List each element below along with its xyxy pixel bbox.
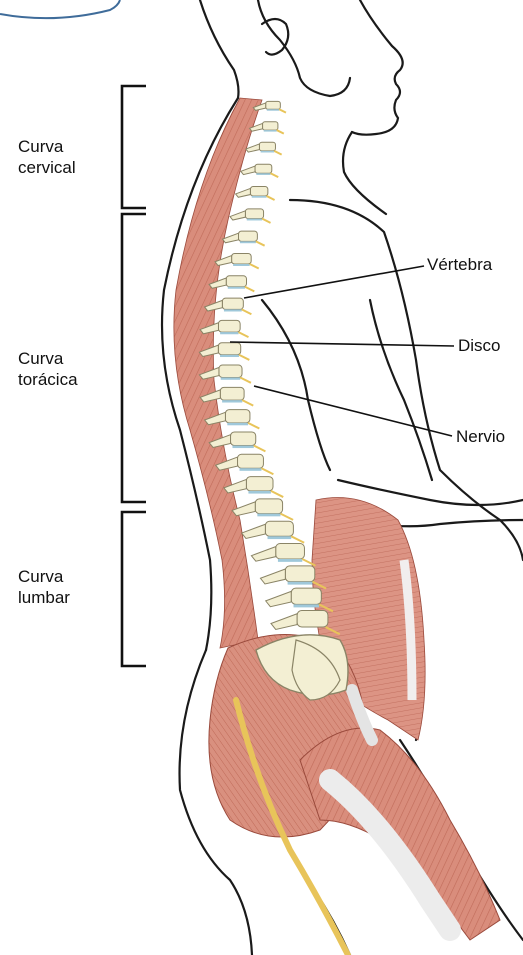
vertebra-body xyxy=(263,122,278,130)
callout-lines xyxy=(230,266,454,436)
vertebra-body xyxy=(255,499,282,514)
intervertebral-disc xyxy=(256,173,270,175)
intervertebral-disc xyxy=(224,309,242,311)
spinal-nerve-root xyxy=(262,219,270,223)
intervertebral-disc xyxy=(228,287,245,289)
intervertebral-disc xyxy=(220,332,238,334)
vertebra-body xyxy=(218,343,240,355)
vertebra-body xyxy=(259,142,275,151)
vertebra-body xyxy=(219,365,242,377)
spinal-nerve-root xyxy=(271,173,279,177)
spinous-process xyxy=(236,188,251,197)
callout-nerve: Nervio xyxy=(456,426,505,447)
spinal-nerve-root xyxy=(271,491,283,497)
spinous-process xyxy=(271,614,297,630)
intervertebral-disc xyxy=(247,219,262,221)
spinal-nerve-root xyxy=(274,151,281,155)
intervertebral-disc xyxy=(288,582,313,585)
intervertebral-disc xyxy=(267,109,279,110)
spinous-process xyxy=(251,547,275,562)
vertebra-body xyxy=(222,298,243,309)
vertebra-body xyxy=(218,320,240,332)
leader-vertebra xyxy=(244,266,424,298)
spinal-nerve-root xyxy=(256,241,265,245)
label-lumbar-curve: Curva lumbar xyxy=(18,566,70,608)
spinous-process xyxy=(241,166,255,175)
label-cervical-curve: Curva cervical xyxy=(18,136,76,178)
spinal-nerve-root xyxy=(267,196,275,200)
spinal-nerve-root xyxy=(242,400,253,405)
intervertebral-disc xyxy=(257,514,280,517)
spinal-nerve-root xyxy=(254,446,266,452)
spinal-nerve-root xyxy=(240,377,251,382)
vertebra-body xyxy=(291,588,321,604)
vertebra-body xyxy=(246,477,273,491)
vertebra-body xyxy=(297,610,328,627)
spinous-process xyxy=(246,144,260,152)
intervertebral-disc xyxy=(232,446,253,449)
spinal-nerve-root xyxy=(277,130,284,134)
vertebra-body xyxy=(232,253,252,264)
vertebra-body xyxy=(225,410,250,423)
intervertebral-disc xyxy=(278,559,302,562)
spinal-nerve-root xyxy=(238,332,248,337)
spinal-nerve-root xyxy=(248,423,259,429)
intervertebral-disc xyxy=(252,196,267,198)
spinal-nerve-root xyxy=(280,514,293,520)
vertebra-body xyxy=(245,209,263,219)
intervertebral-disc xyxy=(221,377,241,379)
label-thoracic-curve: Curva torácica xyxy=(18,348,78,390)
intervertebral-disc xyxy=(264,130,277,132)
vertebra-body xyxy=(231,432,256,446)
spinal-nerve-root xyxy=(239,355,249,360)
vertebra-body xyxy=(255,164,272,173)
bracket-cervical xyxy=(122,86,146,208)
spinal-nerve-root xyxy=(279,109,286,112)
vertebra-body xyxy=(265,521,293,536)
intervertebral-disc xyxy=(294,604,320,607)
bracket-lumbar xyxy=(122,512,146,666)
spinous-process xyxy=(260,569,285,584)
intervertebral-disc xyxy=(233,264,250,266)
intervertebral-disc xyxy=(220,355,239,357)
spinal-nerve-root xyxy=(261,468,273,474)
corner-frame xyxy=(0,0,120,18)
intervertebral-disc xyxy=(240,468,262,471)
intervertebral-disc xyxy=(222,400,242,402)
spinal-nerve-root xyxy=(242,309,252,314)
vertebra-body xyxy=(238,231,257,241)
vertebra-body xyxy=(238,454,264,468)
spinal-nerve-root xyxy=(291,536,304,542)
vertebra-body xyxy=(285,566,314,582)
callout-vertebra: Vértebra xyxy=(427,254,492,275)
region-brackets xyxy=(122,86,146,666)
spinal-nerve-root xyxy=(245,287,254,292)
vertebra-body xyxy=(266,101,281,109)
intervertebral-disc xyxy=(261,151,275,153)
intervertebral-disc xyxy=(248,491,271,494)
spinous-process xyxy=(230,211,245,220)
spinal-nerve-root xyxy=(250,264,259,269)
vertebra-body xyxy=(226,276,246,287)
leader-disc xyxy=(230,342,454,346)
thigh-muscle xyxy=(300,728,500,940)
bracket-thoracic xyxy=(122,214,146,502)
intervertebral-disc xyxy=(240,241,256,243)
spinous-process xyxy=(266,591,292,606)
spinous-process xyxy=(242,524,266,538)
callout-disc: Disco xyxy=(458,335,501,356)
intervertebral-disc xyxy=(227,423,248,425)
vertebra-body xyxy=(276,544,305,559)
vertebra-body xyxy=(220,387,244,400)
vertebra-body xyxy=(250,187,267,196)
intervertebral-disc xyxy=(268,536,292,539)
